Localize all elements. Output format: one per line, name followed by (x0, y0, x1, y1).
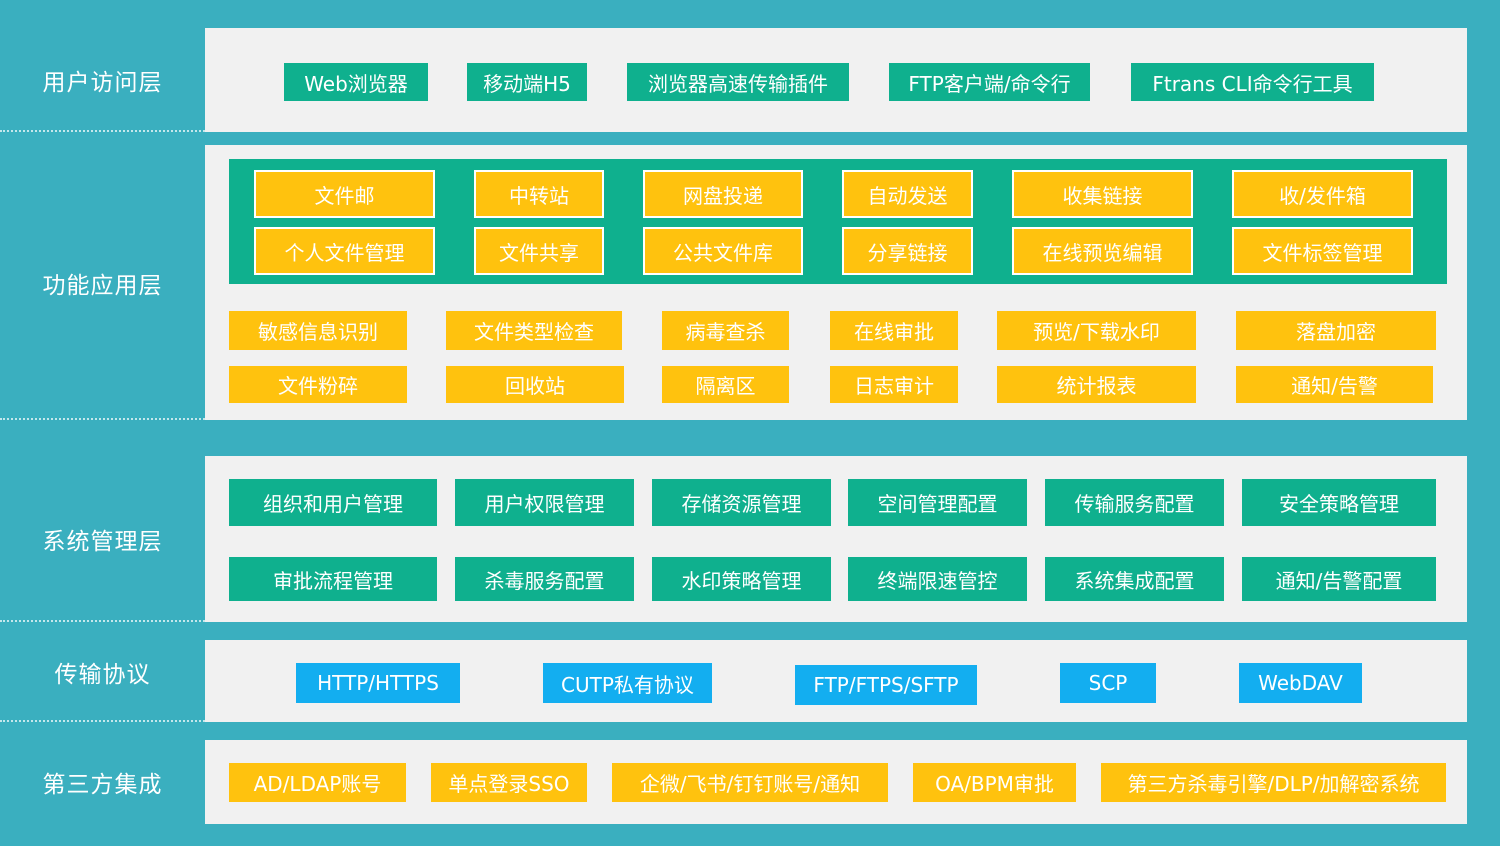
function-core-item: 文件共享 (474, 227, 604, 275)
user-access-item: FTP客户端/命令行 (889, 63, 1090, 101)
system-mgmt-item: 安全策略管理 (1242, 479, 1436, 526)
system-mgmt-item: 水印策略管理 (652, 557, 831, 601)
function-ext-item: 通知/告警 (1236, 366, 1433, 403)
function-ext-item: 在线审批 (830, 311, 958, 350)
third-party-item: 单点登录SSO (431, 763, 587, 802)
transport-item: HTTP/HTTPS (296, 663, 460, 703)
transport-item: FTP/FTPS/SFTP (795, 665, 977, 705)
user-access-item: Web浏览器 (284, 63, 428, 101)
function-core-item: 中转站 (474, 170, 604, 218)
function-ext-item: 隔离区 (662, 366, 789, 403)
function-ext-item: 日志审计 (830, 366, 958, 403)
function-ext-item: 病毒查杀 (662, 311, 789, 350)
function-core-item: 在线预览编辑 (1012, 227, 1193, 275)
system-mgmt-item: 系统集成配置 (1045, 557, 1224, 601)
function-ext-item: 文件粉碎 (229, 366, 407, 403)
function-core-item: 分享链接 (842, 227, 973, 275)
layer-label-system-mgmt: 系统管理层 (42, 529, 163, 555)
function-core-item: 文件标签管理 (1232, 227, 1413, 275)
function-ext-item: 回收站 (446, 366, 624, 403)
third-party-item: OA/BPM审批 (913, 763, 1076, 802)
transport-item: CUTP私有协议 (543, 663, 712, 703)
function-ext-item: 敏感信息识别 (229, 311, 407, 350)
system-mgmt-item: 传输服务配置 (1045, 479, 1224, 526)
function-ext-item: 文件类型检查 (446, 311, 622, 350)
system-mgmt-item: 终端限速管控 (848, 557, 1027, 601)
third-party-item: AD/LDAP账号 (229, 763, 406, 802)
function-core-item: 公共文件库 (643, 227, 803, 275)
system-mgmt-item: 杀毒服务配置 (455, 557, 634, 601)
layer-label-transport: 传输协议 (54, 662, 151, 688)
system-mgmt-item: 审批流程管理 (229, 557, 437, 601)
function-core-item: 收/发件箱 (1232, 170, 1413, 218)
system-mgmt-item: 组织和用户管理 (229, 479, 437, 526)
function-core-item: 网盘投递 (643, 170, 803, 218)
transport-item: WebDAV (1239, 663, 1362, 703)
layer-separator (0, 130, 205, 132)
layer-separator (0, 418, 205, 420)
function-core-item: 个人文件管理 (254, 227, 435, 275)
function-ext-item: 统计报表 (997, 366, 1196, 403)
function-core-item: 收集链接 (1012, 170, 1193, 218)
layer-label-user-access: 用户访问层 (42, 70, 163, 96)
function-ext-item: 落盘加密 (1236, 311, 1436, 350)
third-party-item: 企微/飞书/钉钉账号/通知 (612, 763, 888, 802)
system-mgmt-item: 存储资源管理 (652, 479, 831, 526)
layer-label-function-app: 功能应用层 (42, 272, 163, 299)
user-access-item: 浏览器高速传输插件 (627, 63, 849, 101)
system-mgmt-item: 用户权限管理 (455, 479, 634, 526)
user-access-item: 移动端H5 (467, 63, 587, 101)
system-mgmt-item: 通知/告警配置 (1242, 557, 1436, 601)
user-access-item: Ftrans CLI命令行工具 (1131, 63, 1374, 101)
layer-separator (0, 620, 205, 622)
function-core-item: 文件邮 (254, 170, 435, 218)
layer-label-third-party: 第三方集成 (42, 772, 163, 798)
system-mgmt-item: 空间管理配置 (848, 479, 1027, 526)
layer-separator (0, 720, 205, 722)
function-ext-item: 预览/下载水印 (997, 311, 1196, 350)
function-core-item: 自动发送 (842, 170, 973, 218)
third-party-item: 第三方杀毒引擎/DLP/加解密系统 (1101, 763, 1446, 802)
transport-item: SCP (1060, 663, 1156, 703)
